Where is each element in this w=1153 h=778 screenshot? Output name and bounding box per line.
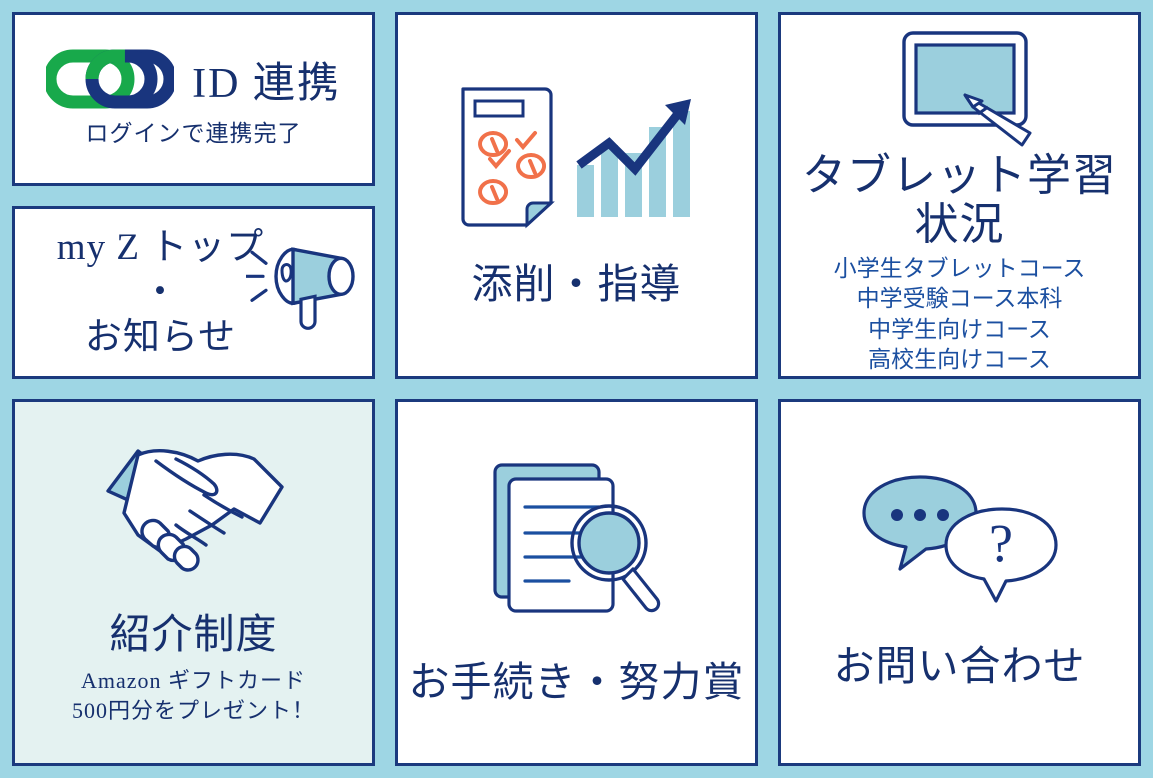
tablet-course-item[interactable]: 中学受験コース本科 (856, 286, 1063, 312)
my-z-top-title-block: my Z トップ ・ お知らせ (15, 225, 288, 360)
panel-tablet-status[interactable]: タブレット学習状況 小学生タブレットコース 中学受験コース本科 中学生向けコース… (778, 12, 1141, 379)
left-column: ID 連携 ログインで連携完了 my Z トップ ・ お知らせ (12, 12, 375, 379)
referral-title: 紹介制度 (109, 611, 278, 658)
my-z-top-line3: お知らせ (84, 316, 237, 358)
tablet-stylus-icon (870, 29, 1050, 147)
panel-grading[interactable]: 添削・指導 (395, 12, 758, 379)
handshake-icon (94, 439, 294, 573)
speech-bubbles-icon: ? (860, 475, 1060, 603)
chain-link-icon (46, 48, 175, 110)
my-z-top-line2: ・ (141, 271, 180, 313)
id-link-subtitle: ログインで連携完了 (85, 121, 302, 147)
id-link-title: ID 連携 (192, 60, 341, 107)
referral-subtitle-line2: 500円分をプレゼント！ (71, 698, 315, 724)
referral-subtitle-line1: Amazon ギフトカード (80, 668, 306, 694)
id-link-heading-row: ID 連携 (46, 48, 341, 110)
tablet-status-title: タブレット学習状況 (802, 151, 1117, 250)
contact-title: お問い合わせ (833, 642, 1086, 689)
grading-icons (457, 83, 697, 231)
grading-title: 添削・指導 (471, 260, 682, 307)
panel-procedures[interactable]: お手続き・努力賞 (395, 399, 758, 766)
panel-my-z-top[interactable]: my Z トップ ・ お知らせ (12, 205, 375, 379)
graded-paper-icon (457, 83, 567, 231)
question-mark-glyph: ? (989, 513, 1013, 573)
megaphone-icon (246, 237, 358, 333)
documents-magnifier-icon (489, 459, 665, 623)
tablet-course-list: 小学生タブレットコース 中学受験コース本科 中学生向けコース 高校生向けコース (834, 254, 1086, 376)
growth-bar-chart-icon (573, 93, 697, 221)
my-z-top-line1: my Z トップ (56, 226, 265, 268)
procedures-title: お手続き・努力賞 (408, 658, 745, 705)
panel-id-link[interactable]: ID 連携 ログインで連携完了 (12, 12, 375, 186)
tablet-course-item[interactable]: 小学生タブレットコース (833, 255, 1086, 281)
panel-contact[interactable]: ? お問い合わせ (778, 399, 1141, 766)
tablet-course-item[interactable]: 中学生向けコース (868, 316, 1051, 342)
tablet-course-item[interactable]: 高校生向けコース (868, 347, 1051, 373)
panel-referral[interactable]: 紹介制度 Amazon ギフトカード 500円分をプレゼント！ (12, 399, 375, 766)
